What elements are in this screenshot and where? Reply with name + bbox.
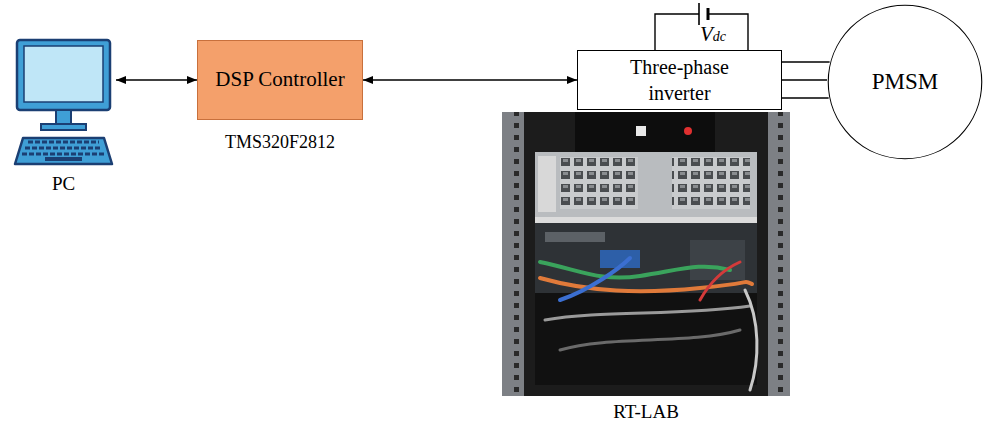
part-number: TMS320F2812 [225,131,335,154]
battery-plate [698,3,700,25]
cable [560,258,630,300]
cable [540,278,752,291]
lower-rack [535,293,757,385]
simulator-unit [535,223,757,293]
unit-slot [690,240,745,280]
port-panel [535,152,757,217]
phase-wire [782,79,827,80]
cable [700,262,740,300]
monitor-frame [17,40,110,110]
photo-caption: RT-LAB [613,401,679,423]
black-box [575,112,715,152]
port [636,126,646,136]
inverter-box: Three-phase inverter [577,50,782,110]
node-text: Three-phase inverter [610,54,750,106]
phase-wire [782,61,830,62]
space-bar [45,157,82,161]
node-text: PC [52,172,75,197]
signal-arrow [363,79,577,80]
port-grid [560,157,638,209]
rack-rail [502,112,524,396]
silver-strip [535,217,757,223]
node-text: DSP Controller [215,66,344,93]
light [684,127,692,135]
keyboard-keys [22,142,105,154]
motor-outline [828,5,982,159]
rack-rail [768,112,790,396]
monitor-screen [24,46,103,102]
voltage-label: Vdc [700,22,726,47]
photo-ground [502,112,790,396]
cable [540,262,730,278]
port-grid [672,157,750,209]
dc-wire [655,14,699,50]
monitor-foot [41,124,86,130]
cable [545,306,750,320]
battery-plate [707,8,710,20]
keyboard [15,138,112,164]
cable [560,330,740,350]
computer-icon: PC [15,38,112,198]
motor-circle: PMSM [827,4,983,160]
cables [540,258,757,390]
signal-arrow [116,79,197,80]
cable [745,290,757,390]
unit-badge [545,232,605,242]
controller-box: DSP ControllerTMS320F2812 [197,40,363,120]
rt-lab-photo [502,112,790,396]
node-text: PMSM [872,67,938,97]
monitor-neck [56,110,71,124]
battery-symbol [655,3,748,50]
panel-module [538,156,556,212]
phase-wire [782,97,829,98]
